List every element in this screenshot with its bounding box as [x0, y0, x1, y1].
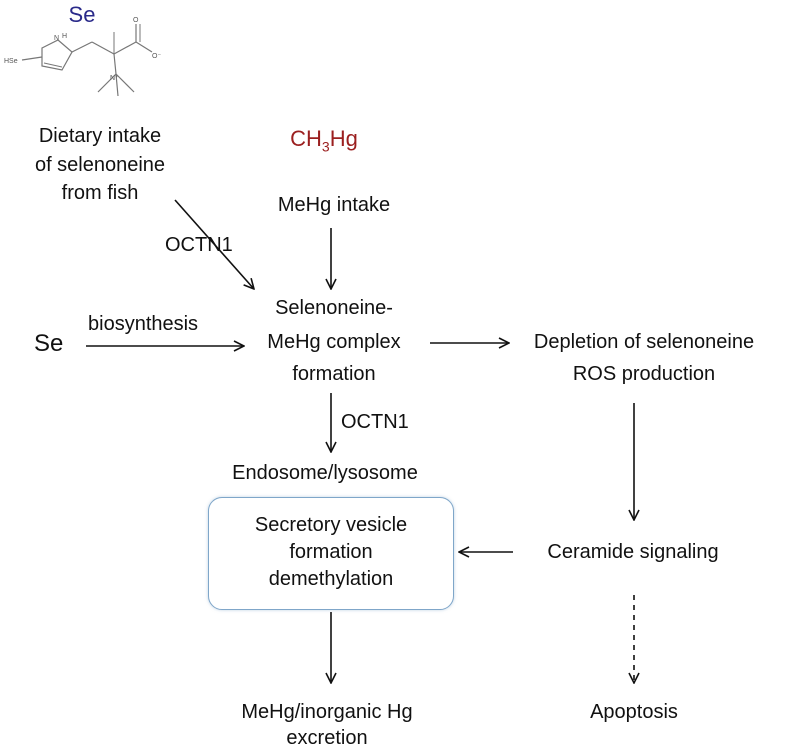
octn1-upper-label: OCTN1 [165, 234, 233, 256]
arrow-dietary-to-complex [174, 199, 254, 289]
apoptosis-label: Apoptosis [590, 701, 678, 723]
se-source-label: Se [34, 330, 64, 357]
mol-label-hse: HSe [4, 58, 18, 65]
ch3hg-label: CH3Hg [290, 126, 358, 155]
mol-label-n: N [54, 35, 59, 42]
selenoneine-structure: HSe N H O O⁻ N⁺ [4, 17, 161, 97]
molecule-title: Se [68, 2, 96, 27]
endosome-label: Endosome/lysosome [232, 462, 418, 484]
biosynthesis-label: biosynthesis [88, 313, 199, 335]
mol-label-o-minus: O⁻ [152, 53, 161, 60]
mol-label-h: H [62, 33, 67, 40]
octn1-lower-label: OCTN1 [341, 411, 409, 433]
ceramide-signaling-label: Ceramide signaling [547, 541, 719, 563]
mol-label-o: O [133, 17, 139, 24]
secretory-vesicle-box [208, 497, 454, 610]
mehg-intake-label: MeHg intake [277, 194, 391, 216]
mol-label-n-plus: N⁺ [110, 75, 119, 82]
